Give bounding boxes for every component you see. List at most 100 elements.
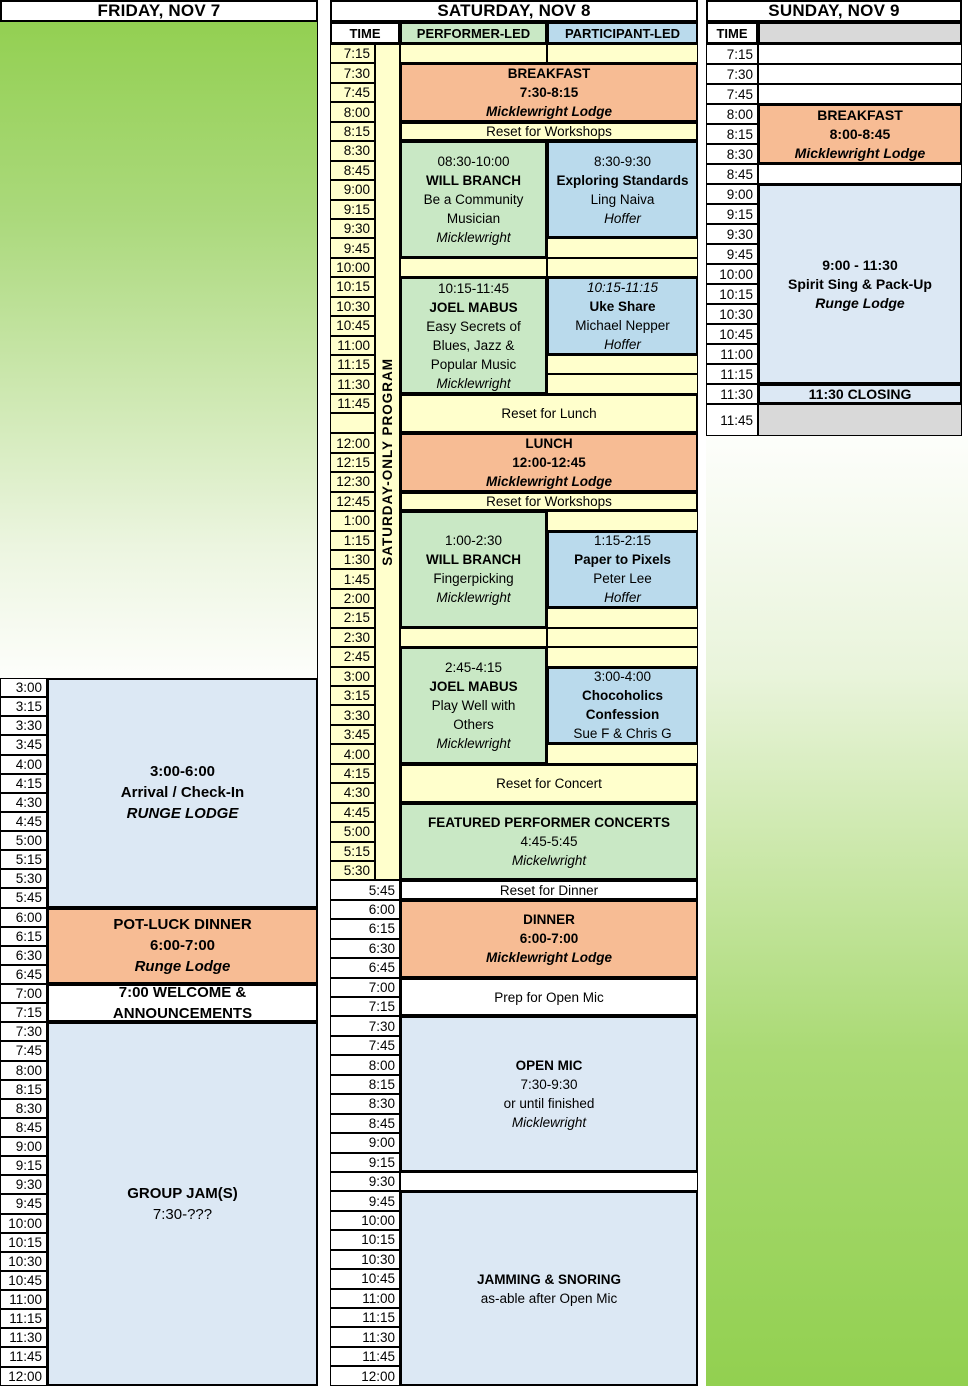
time-label: 4:30	[330, 783, 375, 803]
time-label: 12:45	[330, 491, 375, 512]
time-label: 6:00	[330, 899, 400, 920]
saturday-only-program-label: SATURDAY-ONLY PROGRAM	[380, 358, 395, 567]
event-line: BREAKFAST	[817, 106, 903, 123]
time-label: 7:15	[706, 44, 758, 64]
time-label: 11:45	[330, 1346, 400, 1367]
event-line: 7:30-9:30	[520, 1077, 578, 1093]
event-line: GROUP JAM(S)	[127, 1184, 238, 1202]
event-reset-for-concert: Reset for Concert	[400, 763, 698, 803]
time-label: 11:30	[706, 384, 758, 404]
saturday-only-program-strip: SATURDAY-ONLY PROGRAM	[375, 44, 400, 881]
time-label: 10:45	[0, 1270, 47, 1290]
sunday-header: SUNDAY, NOV 9	[706, 0, 962, 22]
time-label: 7:00	[330, 977, 400, 997]
event-line: 08:30-10:00	[437, 154, 510, 169]
time-label: 6:45	[0, 964, 47, 984]
time-label: 9:00	[330, 1133, 400, 1153]
event-line: 10:15-11:45	[437, 280, 510, 296]
event-line: Confession	[585, 707, 660, 723]
event-line: Hoffer	[604, 590, 641, 606]
time-label: 11:45	[0, 1347, 47, 1367]
friday-header: FRIDAY, NOV 7	[0, 0, 318, 22]
event-reset-for-dinner: Reset for Dinner	[400, 880, 698, 900]
time-label: 8:45	[330, 160, 375, 181]
event-line: Others	[453, 716, 494, 732]
time-label	[330, 413, 375, 434]
time-label: 1:15	[330, 530, 375, 550]
time-label: 10:30	[0, 1251, 47, 1271]
time-label: 8:15	[706, 124, 758, 144]
time-label: 9:45	[330, 1191, 400, 1211]
event-line: Hoffer	[604, 337, 641, 353]
event-line: Arrival / Check-In	[120, 784, 245, 802]
time-label: 10:15	[330, 277, 375, 297]
time-label: 8:45	[330, 1113, 400, 1134]
time-label: 8:00	[706, 104, 758, 124]
event-line: Popular Music	[430, 356, 517, 372]
time-label: 5:30	[0, 869, 47, 889]
time-label: 11:15	[330, 355, 375, 375]
time-label: 8:30	[706, 144, 758, 164]
event-line: Spirit Sing & Pack-Up	[788, 275, 932, 292]
event-line: Runge Lodge	[815, 294, 905, 311]
time-label: 9:45	[0, 1194, 47, 1214]
event-line: Peter Lee	[593, 571, 652, 587]
performer-led-header: PERFORMER-LED	[400, 22, 547, 44]
time-label: 10:30	[330, 1249, 400, 1270]
time-label: 2:45	[330, 647, 375, 667]
time-label: 8:15	[330, 121, 375, 142]
event-empty-715am	[758, 44, 962, 64]
event-line: JOEL MABUS	[429, 678, 518, 694]
event-line: Exploring Standards	[556, 172, 689, 188]
time-label: 2:00	[330, 588, 375, 609]
time-label: 11:30	[330, 374, 375, 394]
event-line: Prep for Open Mic	[494, 989, 604, 1005]
time-label: 10:45	[330, 1269, 400, 1289]
time-label: 7:30	[0, 1022, 47, 1042]
event-empty-participant-230pm	[547, 627, 698, 648]
event-group-jams: GROUP JAM(S)7:30-???	[47, 1022, 318, 1386]
event-line: as-able after Open Mic	[480, 1290, 618, 1306]
event-line: OPEN MIC	[515, 1058, 583, 1074]
time-label: 10:15	[0, 1232, 47, 1252]
time-label: 10:00	[330, 257, 375, 278]
event-line: Micklewright Lodge	[794, 144, 926, 161]
event-line: Micklewright Lodge	[485, 950, 612, 966]
event-line: Micklewright	[436, 735, 511, 751]
time-label: 10:00	[0, 1213, 47, 1233]
event-line: Mickelwright	[511, 853, 587, 868]
event-line: 11:30 CLOSING	[808, 385, 912, 402]
time-label: 11:45	[330, 393, 375, 414]
event-empty-performer-230pm	[400, 627, 547, 648]
time-label: 11:00	[706, 344, 758, 364]
event-line: Play Well with	[431, 697, 516, 713]
event-empty-845am	[758, 164, 962, 184]
time-label: 8:45	[0, 1117, 47, 1137]
event-line: 1:15-2:15	[593, 533, 652, 549]
event-line: JOEL MABUS	[429, 299, 518, 315]
event-line: RUNGE LODGE	[126, 805, 239, 823]
time-label: 4:15	[0, 773, 47, 793]
event-line: 7:00 WELCOME & ANNOUNCEMENTS	[112, 984, 253, 1023]
time-label: 7:15	[330, 997, 400, 1017]
time-label: 3:30	[0, 716, 47, 736]
event-line: 6:00-7:00	[149, 937, 216, 955]
event-empty-participant-400pm	[547, 744, 698, 764]
time-label: 1:30	[330, 549, 375, 570]
time-label: 5:45	[0, 888, 47, 908]
time-label: 5:00	[0, 831, 47, 851]
event-line: WILL BRANCH	[426, 552, 521, 568]
time-label: 9:15	[706, 204, 758, 224]
event-empty-performer-1000am	[400, 257, 547, 278]
event-line: 9:00 - 11:30	[822, 256, 898, 273]
